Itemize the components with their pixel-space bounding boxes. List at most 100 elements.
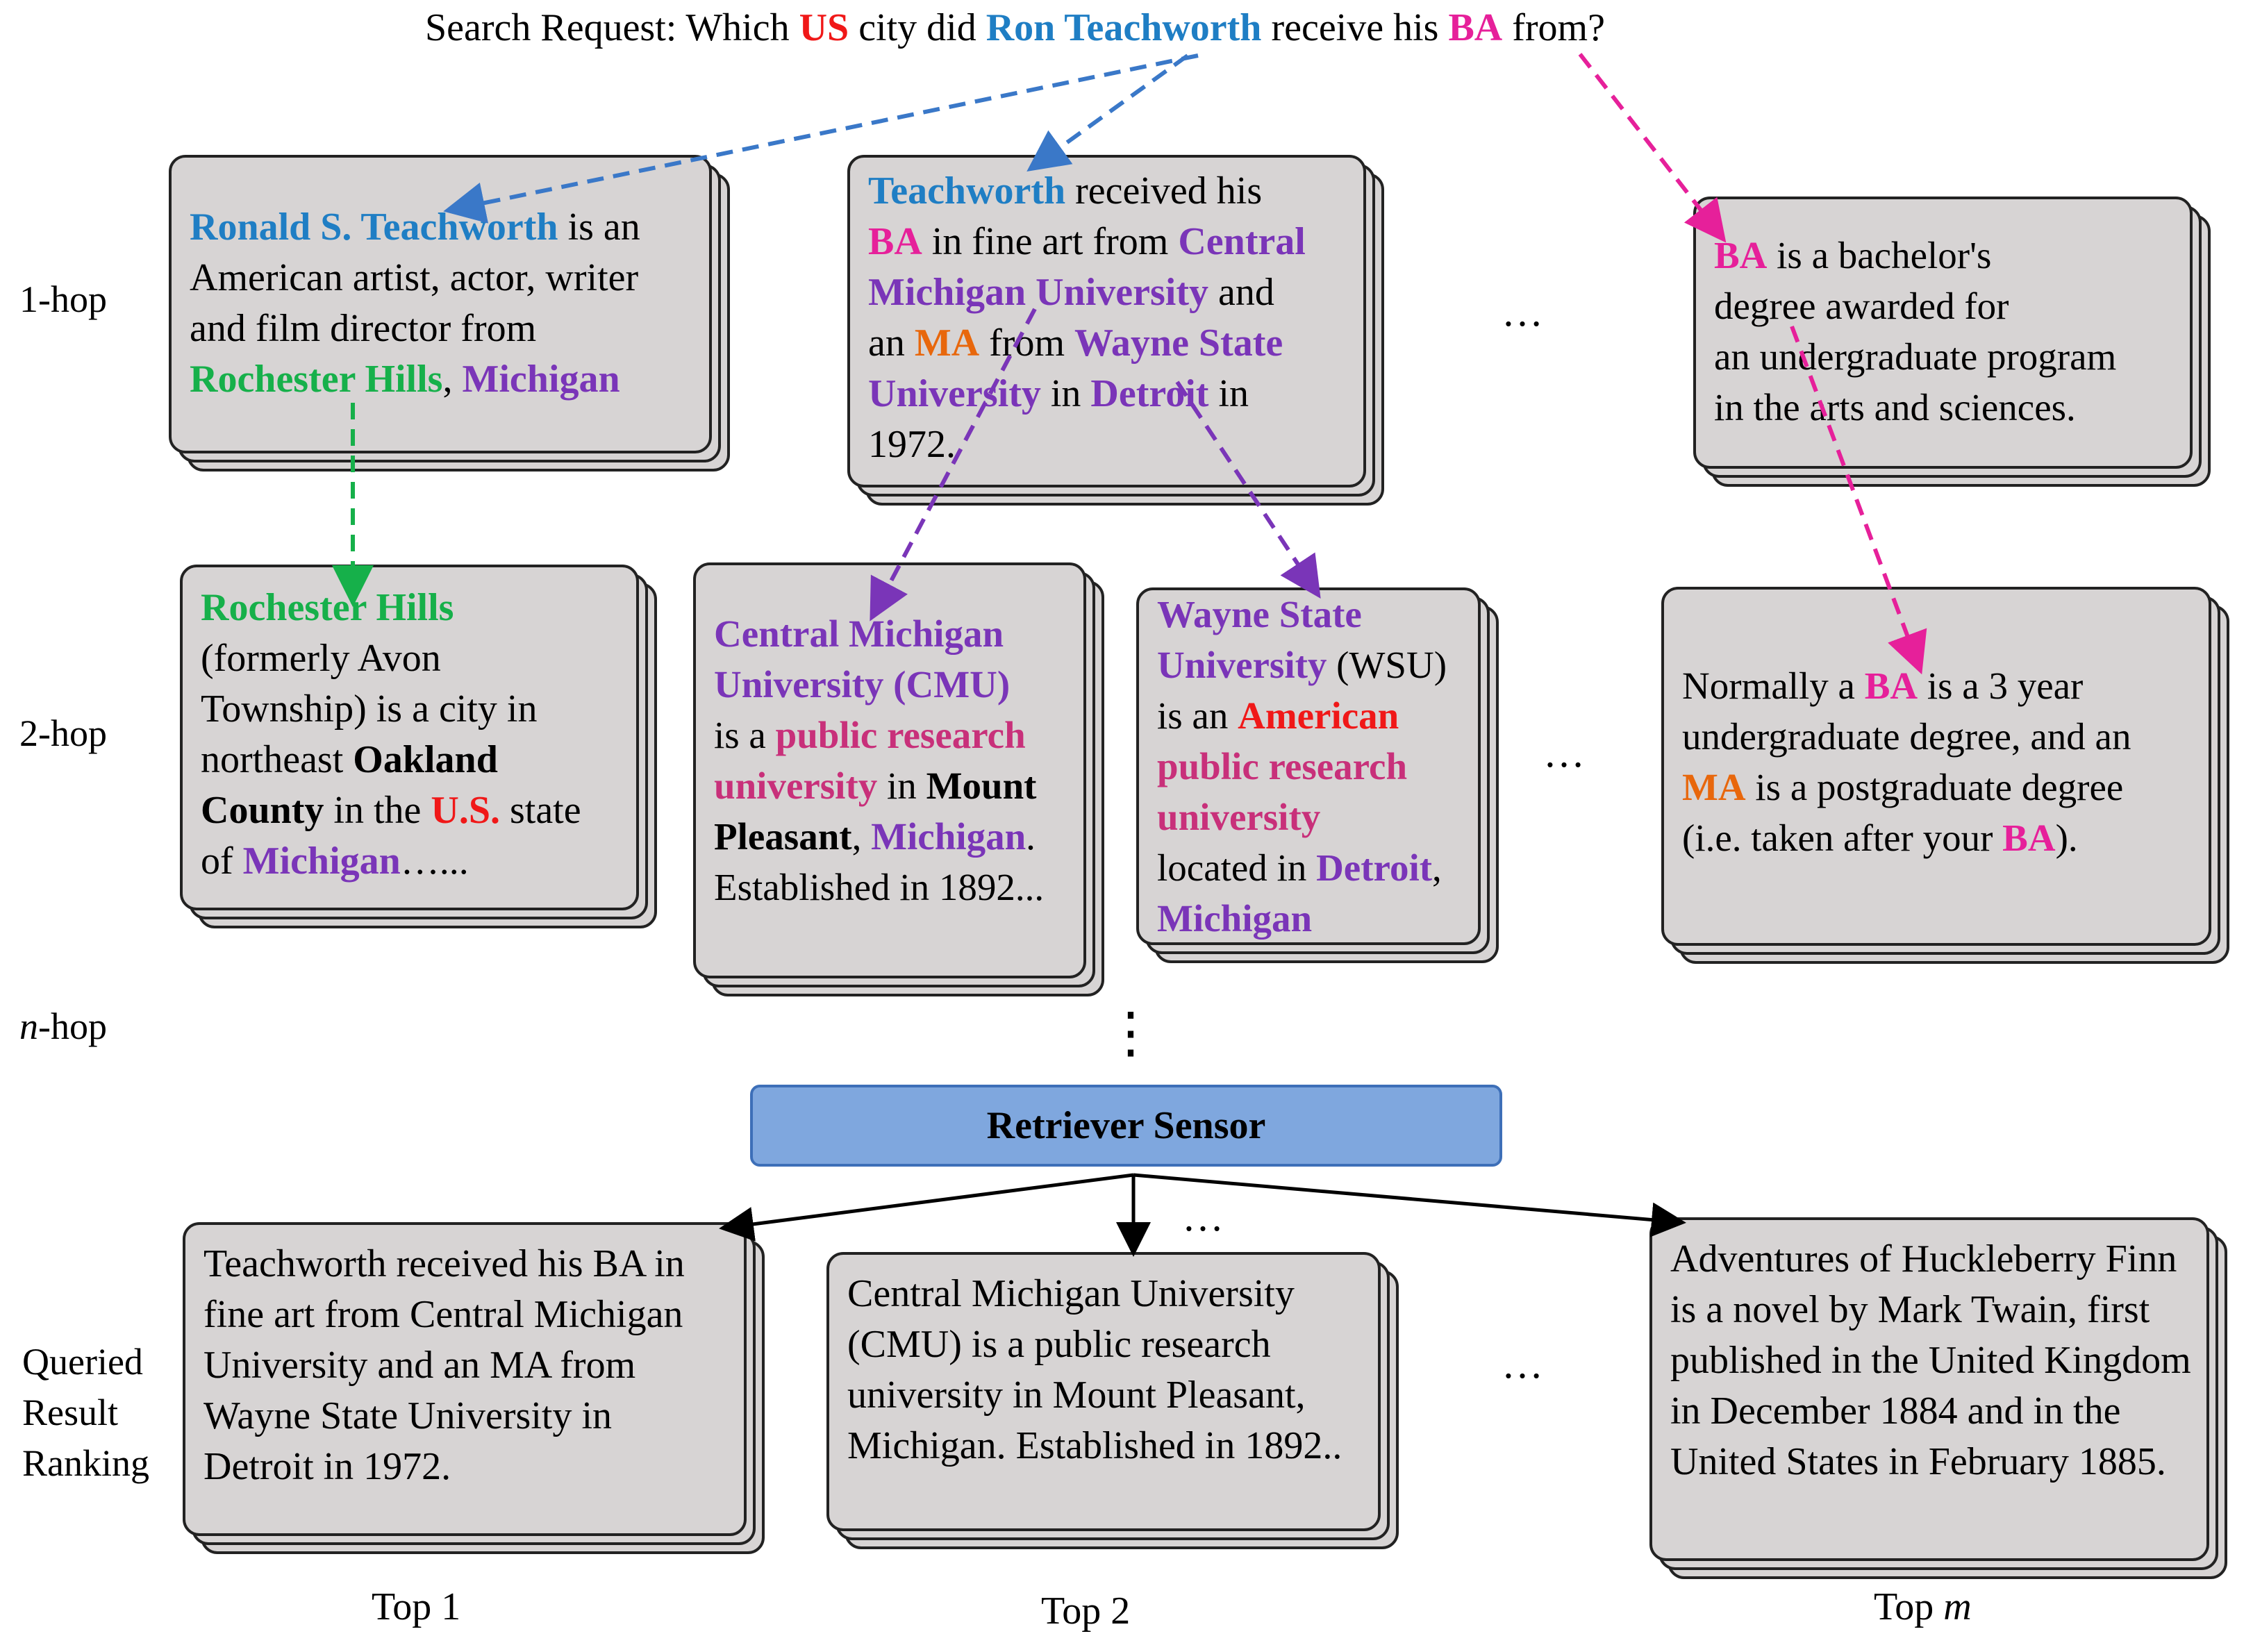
- text-segment: northeast: [201, 738, 354, 781]
- vertical-ellipsis: ⋮: [1103, 1003, 1163, 1064]
- hop2-label: 2-hop: [19, 712, 107, 754]
- text-segment: (WSU): [1327, 644, 1447, 686]
- text-segment: Wayne State: [1074, 322, 1283, 365]
- text-segment: in: [1040, 372, 1091, 415]
- text-segment: city did: [849, 6, 986, 49]
- text-segment: an: [868, 322, 915, 365]
- results-ellipsis-top: …: [1182, 1194, 1228, 1240]
- text-segment: of: [201, 840, 243, 883]
- text-segment: Detroit: [1316, 846, 1433, 889]
- text-segment: Township) is a city in: [201, 687, 538, 731]
- text-segment: and: [1208, 271, 1274, 314]
- result-topm-stack: Adventures of Huckleberry Finn is a nove…: [1649, 1217, 2227, 1579]
- text-segment: MA: [914, 322, 980, 365]
- text-segment: …...: [400, 840, 469, 883]
- hop1-card-teachworth-stack: Ronald S. Teachworth is an American artis…: [169, 155, 730, 472]
- text-segment: is a 3 year: [1918, 665, 2084, 707]
- hop1-card-teachworth-text: Ronald S. Teachworth is an American artis…: [190, 202, 697, 405]
- text-segment: American artist, actor, writer: [190, 256, 639, 299]
- hop1-card-teachworth: Ronald S. Teachworth is an American artis…: [169, 155, 712, 453]
- text-segment: is a postgraduate degree: [1745, 766, 2124, 808]
- text-segment: BA: [2002, 817, 2056, 859]
- hop1-card-ba-text: BA is a bachelor's degree awarded for an u…: [1714, 230, 2177, 433]
- text-segment: Michigan: [242, 840, 401, 883]
- text-segment: University: [868, 372, 1041, 415]
- rank-label-topm-italic: m: [1943, 1585, 1972, 1628]
- text-segment: Ron Teachworth: [986, 6, 1262, 49]
- text-segment: Mount: [926, 765, 1037, 807]
- text-segment: U.S.: [431, 789, 500, 832]
- arrow-query-to-degree: [1026, 53, 1189, 172]
- result-top1-text: Teachworth received his BA in fine art f…: [203, 1242, 685, 1488]
- result-top2-card: Central Michigan University (CMU) is a p…: [826, 1252, 1381, 1531]
- text-segment: US: [799, 6, 849, 49]
- text-segment: in the: [324, 789, 431, 832]
- result-top2-text: Central Michigan University (CMU) is a p…: [847, 1272, 1342, 1467]
- text-segment: in the arts and sciences.: [1714, 386, 2076, 428]
- result-top1-stack: Teachworth received his BA in fine art f…: [183, 1222, 765, 1554]
- arrow-sensor-to-top1: [719, 1173, 1134, 1242]
- text-segment: public research: [1157, 745, 1408, 787]
- text-segment: County: [201, 789, 324, 832]
- retriever-sensor-box: Retriever Sensor: [750, 1085, 1502, 1167]
- ranking-label-line2: Result: [22, 1392, 119, 1433]
- text-segment: university: [714, 765, 878, 807]
- text-segment: is a bachelor's: [1767, 234, 1992, 276]
- text-segment: from?: [1502, 6, 1605, 49]
- text-segment: 1972.: [868, 423, 956, 466]
- text-segment: Central: [1178, 220, 1306, 263]
- text-segment: Teachworth: [868, 169, 1066, 212]
- rank-label-top2: Top 2: [1041, 1590, 1131, 1633]
- result-top1-card: Teachworth received his BA in fine art f…: [183, 1222, 747, 1536]
- text-segment: is an: [1157, 694, 1238, 737]
- hop1-ellipsis: …: [1502, 289, 1547, 335]
- text-segment: Search Request: Which: [425, 6, 799, 49]
- text-segment: degree awarded for: [1714, 285, 2009, 327]
- text-segment: Established in 1892...: [714, 866, 1045, 908]
- text-segment: is an: [558, 206, 640, 249]
- rank-label-top1: Top 1: [372, 1585, 461, 1628]
- text-segment: Oakland: [353, 738, 498, 781]
- text-segment: from: [979, 322, 1075, 365]
- text-segment: state: [499, 789, 581, 832]
- text-segment: Detroit: [1090, 372, 1209, 415]
- text-segment: and film director from: [190, 307, 537, 350]
- text-segment: receive his: [1261, 6, 1449, 49]
- retriever-sensor-label: Retriever Sensor: [986, 1104, 1266, 1147]
- text-segment: Normally a: [1682, 665, 1865, 707]
- text-segment: ,: [1432, 846, 1442, 889]
- ranking-label-line1: Queried: [22, 1341, 143, 1383]
- text-segment: is a: [714, 714, 776, 756]
- text-segment: in: [1208, 372, 1249, 415]
- text-segment: (formerly Avon: [201, 637, 441, 680]
- text-segment: Pleasant: [714, 815, 852, 858]
- text-segment: MA: [1682, 766, 1746, 808]
- search-request: Search Request: Which US city did Ron Te…: [425, 6, 1605, 50]
- ranking-label-line3: Ranking: [22, 1442, 149, 1484]
- text-segment: Michigan: [1157, 897, 1313, 940]
- text-segment: Rochester Hills: [190, 358, 443, 401]
- text-segment: Wayne State: [1157, 593, 1362, 635]
- text-segment: in fine art from: [922, 220, 1179, 263]
- result-topm-card: Adventures of Huckleberry Finn is a nove…: [1649, 1217, 2209, 1561]
- results-ellipsis: …: [1502, 1341, 1547, 1387]
- hop2-ellipsis: …: [1543, 730, 1589, 776]
- text-segment: Ronald S. Teachworth: [190, 206, 558, 249]
- text-segment: BA: [1864, 665, 1918, 707]
- text-segment: an undergraduate program: [1714, 335, 2117, 378]
- text-segment: received his: [1065, 169, 1263, 212]
- text-segment: BA: [1714, 234, 1768, 276]
- text-segment: (i.e. taken after your: [1682, 817, 2003, 859]
